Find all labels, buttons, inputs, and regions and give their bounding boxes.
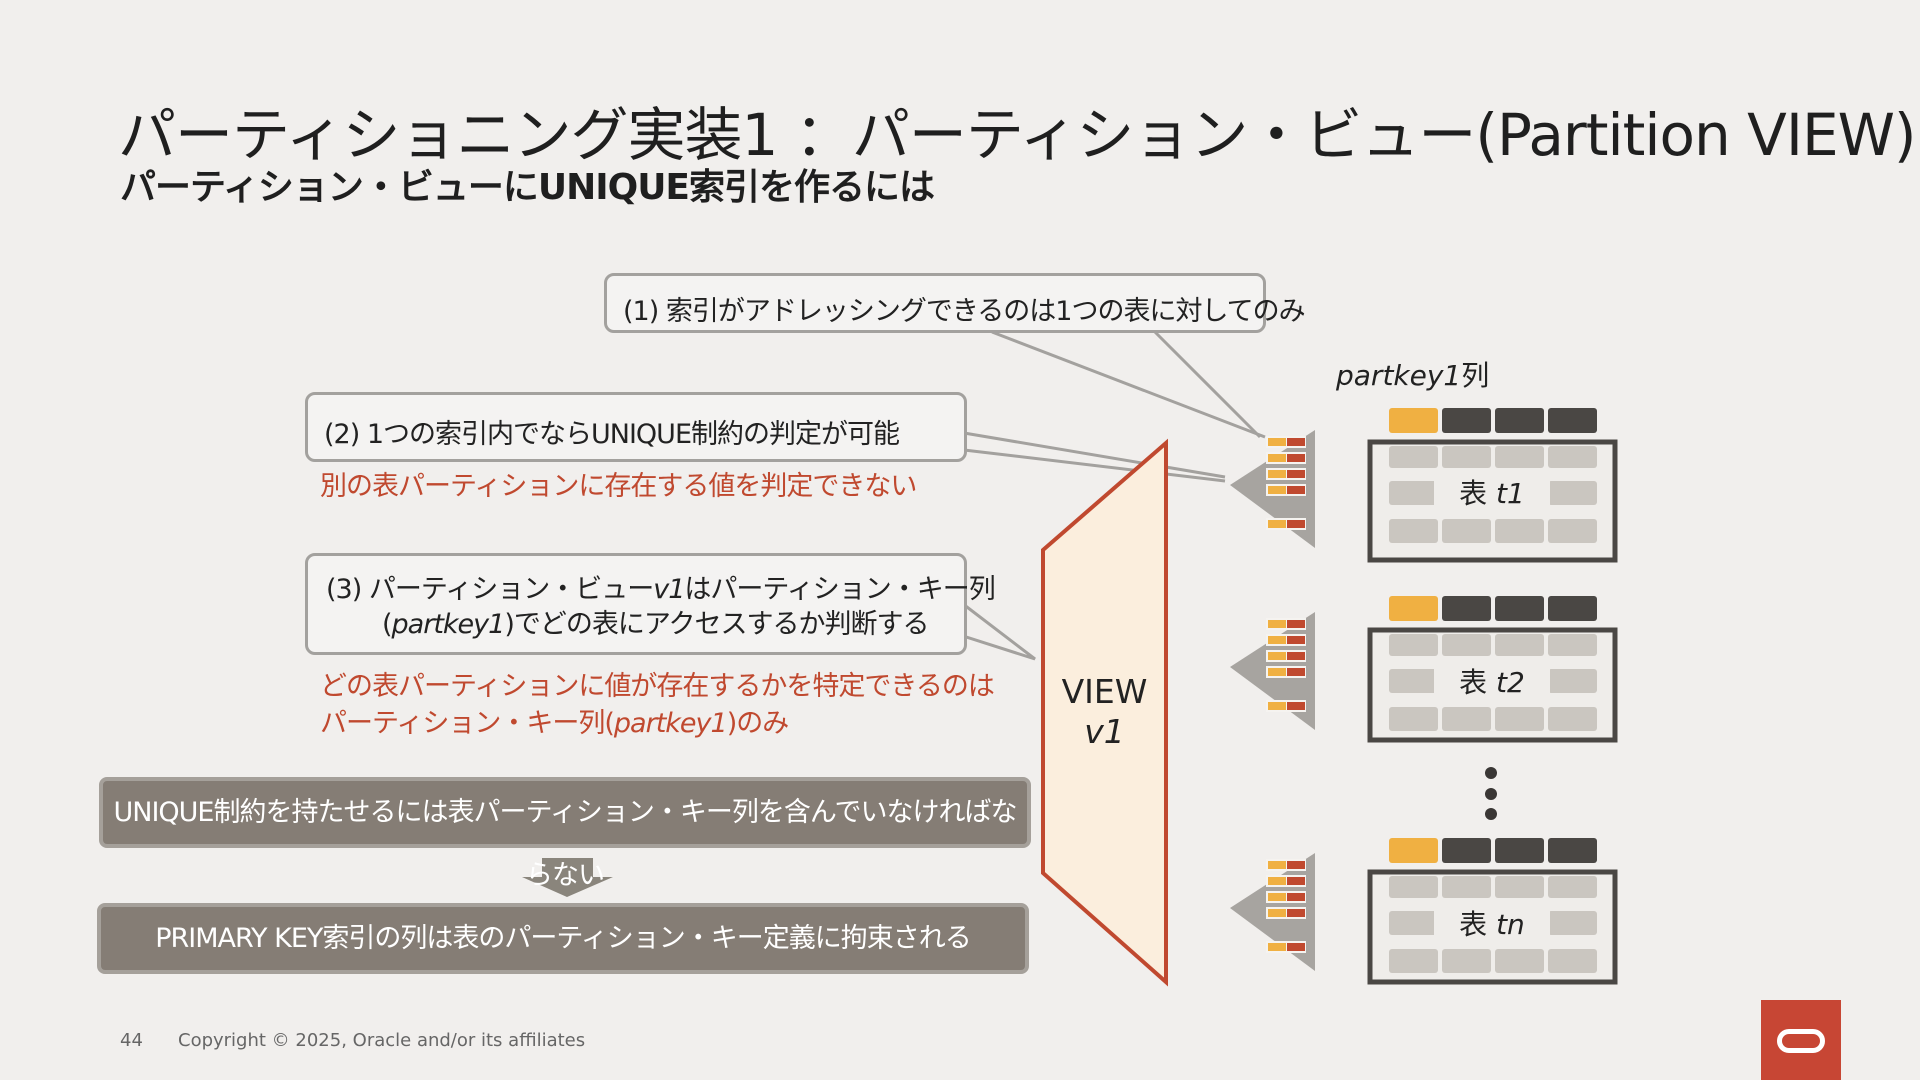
page-title: パーティショニング実装1 ：パーティション・ビュー(Partition VIEW… [118, 101, 1917, 169]
table-graphic-t1 [1367, 408, 1618, 563]
callout-pointers [962, 330, 1266, 661]
table-label-t2: 表 t2 [1459, 666, 1525, 699]
conclusion-box-top: UNIQUE制約を持たせるには表パーティション・キー列を含んでいなければならない [99, 777, 1031, 891]
index-icons [1230, 430, 1315, 971]
table-label-tn: 表 tn [1459, 908, 1525, 941]
partkey-column-name: partkey1 [1336, 359, 1462, 392]
callout-3: (3) パーティション・ビューv1はパーティション・キー列 (partkey1)… [305, 553, 996, 655]
down-arrow [522, 858, 613, 897]
view-shape [1041, 438, 1168, 987]
vertical-ellipsis [1485, 767, 1497, 820]
copyright-text: Copyright © 2025, Oracle and/or its affi… [178, 1030, 586, 1051]
note-2-line-1: どの表パーティションに値が存在するかを特定できるのは [320, 671, 995, 702]
table-label-t1: 表 t1 [1459, 477, 1525, 510]
pointer-c1-left [991, 330, 1266, 439]
note-1: 別の表パーティションに存在する値を判定できない [320, 471, 917, 502]
view-label: VIEW v1 [1043, 672, 1166, 752]
callout-3-line-1: (3) パーティション・ビューv1はパーティション・キー列 [326, 574, 996, 605]
page-subtitle: パーティション・ビューにUNIQUE索引を作るには [120, 167, 935, 208]
index-icon-3 [1230, 853, 1315, 971]
index-icon-1 [1230, 430, 1315, 548]
pointer-c1-right [1153, 330, 1262, 439]
oracle-logo-icon [1761, 1000, 1841, 1080]
partkey-column-suffix: 列 [1461, 359, 1490, 392]
index-icon-2 [1230, 612, 1315, 730]
table-graphic-tn [1367, 838, 1618, 985]
note-2: どの表パーティションに値が存在するかを特定できるのは パーティション・キー列(p… [320, 668, 995, 742]
pointer-c2-top [963, 431, 1226, 479]
view-label-line-1: VIEW [1061, 672, 1148, 711]
conclusion-box-bottom: PRIMARY KEY索引の列は表のパーティション・キー定義に拘束される [97, 903, 1029, 974]
callout-2-text: (2) 1つの索引内でならUNIQUE制約の判定が可能 [324, 419, 900, 450]
pointer-c3 [962, 602, 1036, 661]
table-graphic-t2 [1367, 596, 1618, 743]
callout-1-text: (1) 索引がアドレッシングできるのは1つの表に対してのみ [623, 296, 1306, 327]
note-2-line-2: パーティション・キー列(partkey1)のみ [320, 708, 789, 739]
callout-1: (1) 索引がアドレッシングできるのは1つの表に対してのみ [604, 273, 1306, 333]
callout-3-line-2: (partkey1)でどの表にアクセスするか判断する [382, 609, 930, 640]
pointer-c2-bottom [963, 448, 1226, 483]
page-number: 44 [120, 1030, 143, 1051]
partkey-column-label: partkey1列 [1336, 354, 1489, 394]
callout-2: (2) 1つの索引内でならUNIQUE制約の判定が可能 [305, 392, 967, 462]
view-label-line-2: v1 [1084, 712, 1125, 751]
